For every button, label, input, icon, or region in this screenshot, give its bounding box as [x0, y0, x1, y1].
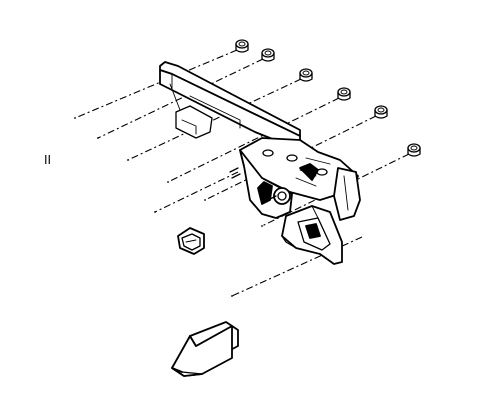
small-clip [177, 227, 205, 255]
bolt-6 [407, 143, 421, 157]
callout-marks [74, 117, 263, 297]
lower-gusset [281, 205, 343, 265]
left-fasteners [229, 167, 277, 201]
crossbar-rail [159, 61, 301, 151]
front-direction-arrow-icon [171, 321, 239, 377]
lower-centerlines [154, 171, 363, 297]
bolt-5 [374, 105, 388, 119]
bolt-4 [337, 87, 351, 101]
bolt-2 [261, 48, 275, 62]
bolt-1 [235, 39, 249, 53]
bolt-3 [299, 68, 313, 82]
main-bracket [239, 137, 361, 221]
side-mark-label: II [44, 153, 51, 167]
